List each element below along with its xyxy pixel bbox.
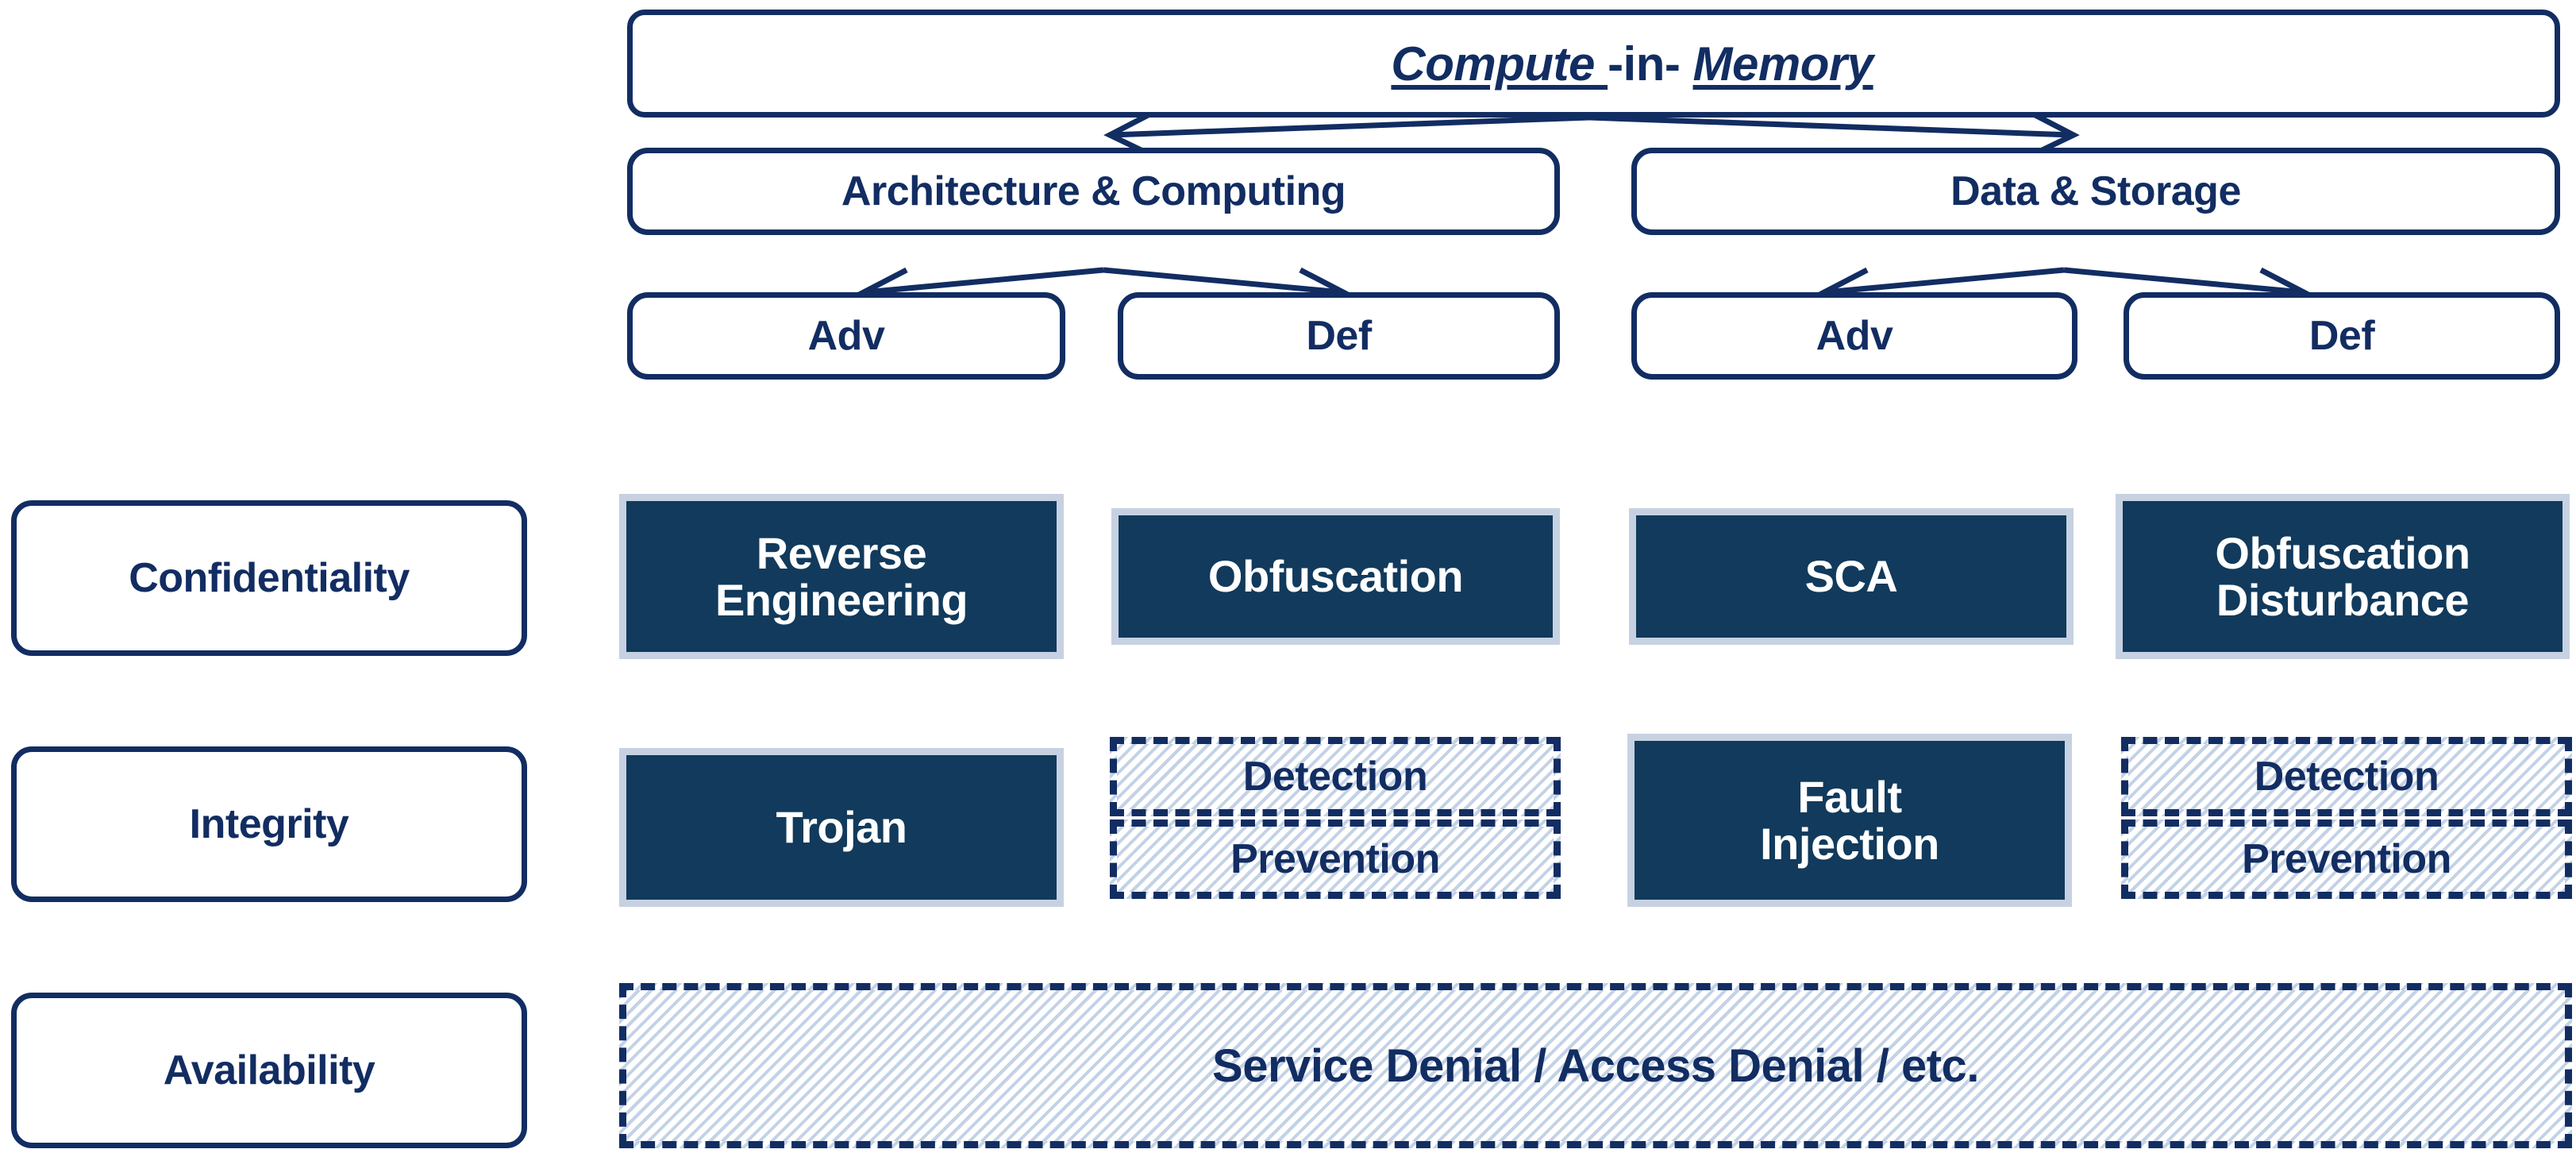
role-label: Def	[2308, 312, 2375, 359]
cell-confidentiality-def-architecture[interactable]: Obfuscation	[1111, 508, 1560, 645]
cell-line: Detection	[1242, 753, 1428, 800]
root-title-compute: Compute	[1391, 37, 1608, 91]
role-def-data[interactable]: Def	[2124, 292, 2560, 380]
role-label: Def	[1306, 312, 1372, 359]
cell-integrity-def-architecture-detection[interactable]: Detection	[1110, 737, 1561, 816]
branch-architecture-computing[interactable]: Architecture & Computing	[627, 148, 1560, 235]
cell-line: Obfuscation	[1207, 551, 1464, 602]
cell-line: Injection	[1760, 819, 1939, 869]
cell-line: Prevention	[1230, 835, 1440, 882]
cell-line: Service Denial / Access Denial / etc.	[1212, 1039, 1979, 1092]
branch-data-storage[interactable]: Data & Storage	[1631, 148, 2560, 235]
cell-line: Prevention	[2242, 835, 2451, 882]
role-def-architecture[interactable]: Def	[1118, 292, 1560, 380]
role-adv-architecture[interactable]: Adv	[627, 292, 1065, 380]
cell-line: Engineering	[714, 575, 968, 625]
branch-label: Data & Storage	[1950, 168, 2241, 214]
root-node-title: Compute -in- Memory	[1314, 0, 1873, 146]
row-label-integrity[interactable]: Integrity	[11, 746, 527, 902]
root-title-in: -in-	[1608, 37, 1693, 91]
role-label: Adv	[807, 312, 885, 359]
cell-integrity-def-architecture-prevention[interactable]: Prevention	[1110, 819, 1561, 899]
root-title-memory: Memory	[1692, 37, 1874, 91]
cell-line: Disturbance	[2216, 575, 2470, 625]
cell-integrity-def-data-prevention[interactable]: Prevention	[2121, 819, 2572, 899]
cell-confidentiality-adv-architecture[interactable]: Reverse Engineering	[619, 494, 1064, 659]
cell-line: Obfuscation	[2215, 527, 2470, 578]
cell-line: Fault	[1797, 771, 1902, 822]
root-node-compute-in-memory[interactable]: Compute -in- Memory	[627, 10, 2560, 118]
cell-integrity-adv-data[interactable]: Fault Injection	[1627, 734, 2072, 907]
cell-line: Detection	[2254, 753, 2439, 800]
cell-availability-full-span[interactable]: Service Denial / Access Denial / etc.	[619, 983, 2572, 1148]
cell-confidentiality-def-data[interactable]: Obfuscation Disturbance	[2116, 494, 2570, 659]
branch-label: Architecture & Computing	[841, 168, 1346, 214]
cell-line: SCA	[1804, 551, 1898, 602]
row-label-confidentiality[interactable]: Confidentiality	[11, 500, 527, 656]
role-adv-data[interactable]: Adv	[1631, 292, 2077, 380]
row-label-text: Confidentiality	[129, 554, 410, 601]
row-label-text: Integrity	[189, 800, 349, 847]
cell-line: Reverse	[756, 527, 927, 578]
cell-confidentiality-adv-data[interactable]: SCA	[1629, 508, 2074, 645]
row-label-availability[interactable]: Availability	[11, 993, 527, 1148]
row-label-text: Availability	[163, 1047, 375, 1093]
role-label: Adv	[1816, 312, 1893, 359]
cell-integrity-adv-architecture[interactable]: Trojan	[619, 748, 1064, 907]
cell-line: Trojan	[776, 802, 907, 853]
cell-integrity-def-data-detection[interactable]: Detection	[2121, 737, 2572, 816]
